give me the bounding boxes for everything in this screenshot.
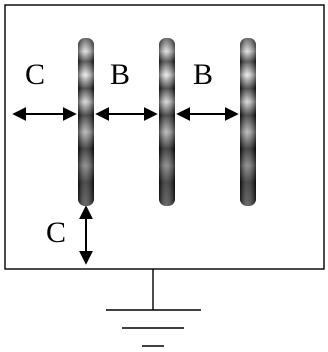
label-left-clearance: C: [25, 58, 46, 91]
label-bottom-clearance: C: [46, 216, 67, 249]
label-gap-1: B: [110, 58, 131, 91]
electrode-rod-2: [159, 38, 175, 206]
electrode-rod-1: [78, 38, 94, 206]
electrode-rod-3: [240, 38, 256, 206]
ground-symbol-icon: [106, 269, 201, 347]
label-gap-2: B: [193, 58, 214, 91]
